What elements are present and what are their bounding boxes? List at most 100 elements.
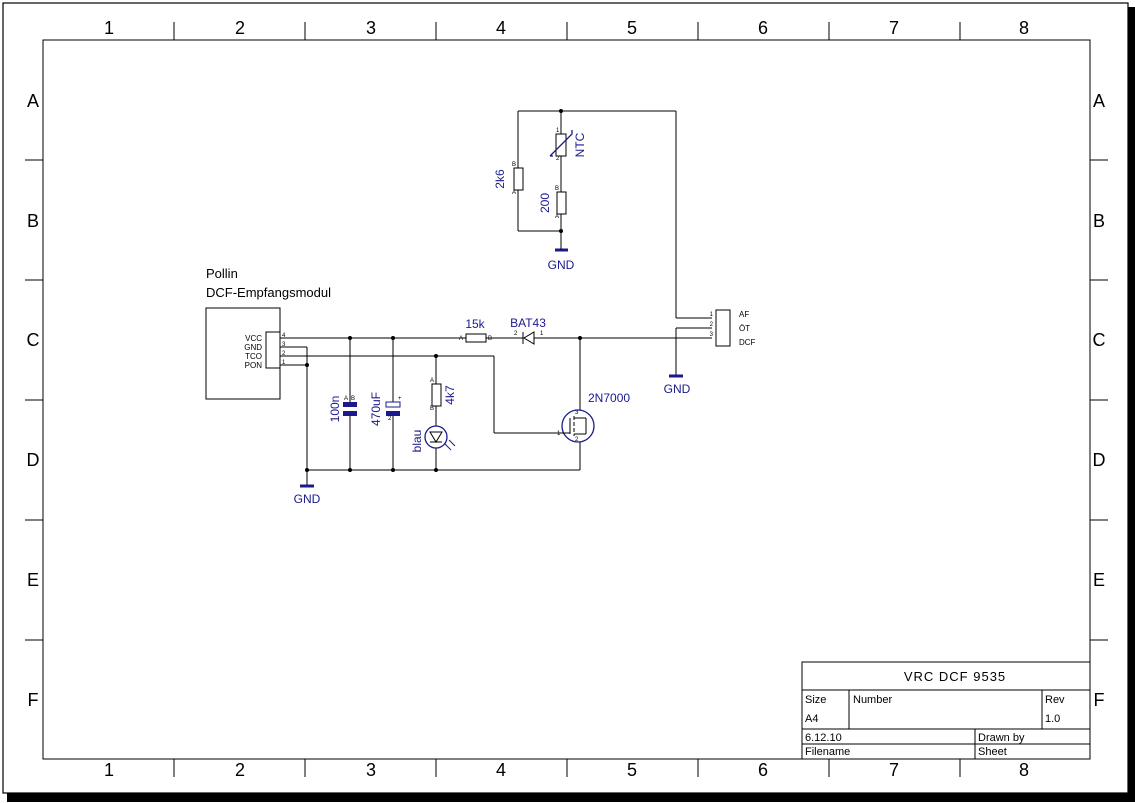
connector-pin-number: 1 (710, 312, 714, 318)
col-label-bottom: 2 (235, 760, 245, 780)
gnd-label: GND (294, 492, 321, 506)
module-pin-label: VCC (245, 334, 262, 343)
connector-label: AF (739, 310, 749, 319)
resistor-200-label: 200 (538, 193, 552, 213)
resistor-200-symbol (556, 191, 567, 215)
pin-label: B (512, 162, 516, 168)
rev-value: 1.0 (1045, 713, 1060, 725)
ntc-divider-wires (517, 110, 712, 319)
col-label-top: 6 (758, 18, 768, 38)
title-block-title: VRC DCF 9535 (904, 669, 1006, 684)
ground-symbol (555, 246, 568, 252)
module-pin-number: 3 (282, 342, 286, 348)
pin-label: B (430, 406, 434, 412)
main-circuit-wires (280, 327, 712, 486)
connector-pin-number: 3 (710, 332, 714, 338)
col-label-top: 5 (627, 18, 637, 38)
date-value: 6.12.10 (805, 732, 842, 744)
connector-label: DCF (739, 338, 756, 347)
pin-number: 1 (556, 128, 560, 134)
col-label-top: 3 (366, 18, 376, 38)
resistor-15k-label: 15k (465, 317, 485, 331)
col-label-bottom: 6 (758, 760, 768, 780)
col-label-bottom: 4 (496, 760, 506, 780)
gnd-label: GND (548, 258, 575, 272)
col-label-top: 7 (889, 18, 899, 38)
frame-ticks (25, 22, 1108, 777)
size-value: A4 (805, 713, 818, 725)
dcf-module-connector (265, 331, 281, 369)
row-label-right: A (1093, 91, 1105, 111)
pin-number: 2 (556, 156, 560, 162)
pin-label: A (512, 190, 516, 196)
module-pin-label: PON (245, 361, 263, 370)
sheet-label: Sheet (978, 746, 1007, 758)
pin-label: A (459, 336, 463, 342)
connector-label: ÖT (739, 324, 750, 333)
col-label-bottom: 1 (104, 760, 114, 780)
size-label: Size (805, 694, 826, 706)
resistor-15k-symbol (465, 333, 487, 343)
module-pin-label: TCO (245, 352, 262, 361)
resistor-4k7-label: 4k7 (443, 385, 457, 405)
junction-dots (305, 336, 582, 472)
mosfet-symbol (561, 409, 595, 443)
ntc-label: NTC (573, 132, 587, 157)
pin-number: 2 (575, 437, 579, 443)
col-label-bottom: 7 (889, 760, 899, 780)
connector-pin-number: 2 (710, 322, 714, 328)
mosfet-label: 2N7000 (588, 391, 630, 405)
pin-label: A (555, 214, 559, 220)
pin-label: B (555, 186, 559, 192)
module-subtitle: DCF-Empfangsmodul (206, 285, 331, 300)
pin-number: 2 (514, 331, 518, 337)
rev-label: Rev (1045, 694, 1065, 706)
resistor-4k7-symbol (431, 383, 442, 407)
row-label-left: D (27, 450, 40, 470)
gnd-label: GND (664, 382, 691, 396)
ntc-symbol (549, 130, 573, 157)
module-title: Pollin (206, 266, 238, 281)
module-pin-number: 1 (282, 360, 286, 366)
row-label-left: F (28, 690, 39, 710)
pin-label: B (351, 396, 355, 402)
row-label-left: A (27, 91, 39, 111)
col-label-bottom: 3 (366, 760, 376, 780)
pin-number: 1 (557, 431, 561, 437)
capacitor-100n-symbol (343, 402, 357, 416)
col-label-bottom: 8 (1019, 760, 1029, 780)
row-label-right: B (1093, 211, 1105, 231)
module-pin-label: GND (244, 343, 262, 352)
filename-label: Filename (805, 746, 850, 758)
pin-number: 1 (540, 331, 544, 337)
col-label-top: 4 (496, 18, 506, 38)
led-label: blau (410, 430, 424, 453)
pin-label: B (488, 336, 492, 342)
row-label-left: C (27, 330, 40, 350)
pin-label: A (430, 378, 434, 384)
number-label: Number (853, 694, 892, 706)
resistor-2k6-label: 2k6 (493, 169, 507, 189)
row-label-right: D (1093, 450, 1106, 470)
pin-polarity: + (398, 396, 402, 402)
pin-number: 2 (388, 416, 392, 422)
module-pin-number: 2 (282, 351, 286, 357)
diode-bat43-symbol (512, 331, 540, 345)
col-label-top: 2 (235, 18, 245, 38)
title-block (801, 661, 1091, 760)
pin-label: A (344, 396, 348, 402)
row-label-right: C (1093, 330, 1106, 350)
capacitor-470uf-symbol (385, 401, 401, 416)
resistor-2k6-symbol (513, 167, 524, 191)
col-label-top: 1 (104, 18, 114, 38)
capacitor-100n-label: 100n (328, 396, 342, 423)
row-label-right: E (1093, 570, 1105, 590)
row-label-left: E (27, 570, 39, 590)
drawn-by-label: Drawn by (978, 732, 1025, 744)
row-label-right: F (1094, 690, 1105, 710)
output-connector (715, 309, 731, 347)
col-label-top: 8 (1019, 18, 1029, 38)
pin-number: 3 (575, 410, 579, 416)
module-pin-number: 4 (282, 333, 286, 339)
